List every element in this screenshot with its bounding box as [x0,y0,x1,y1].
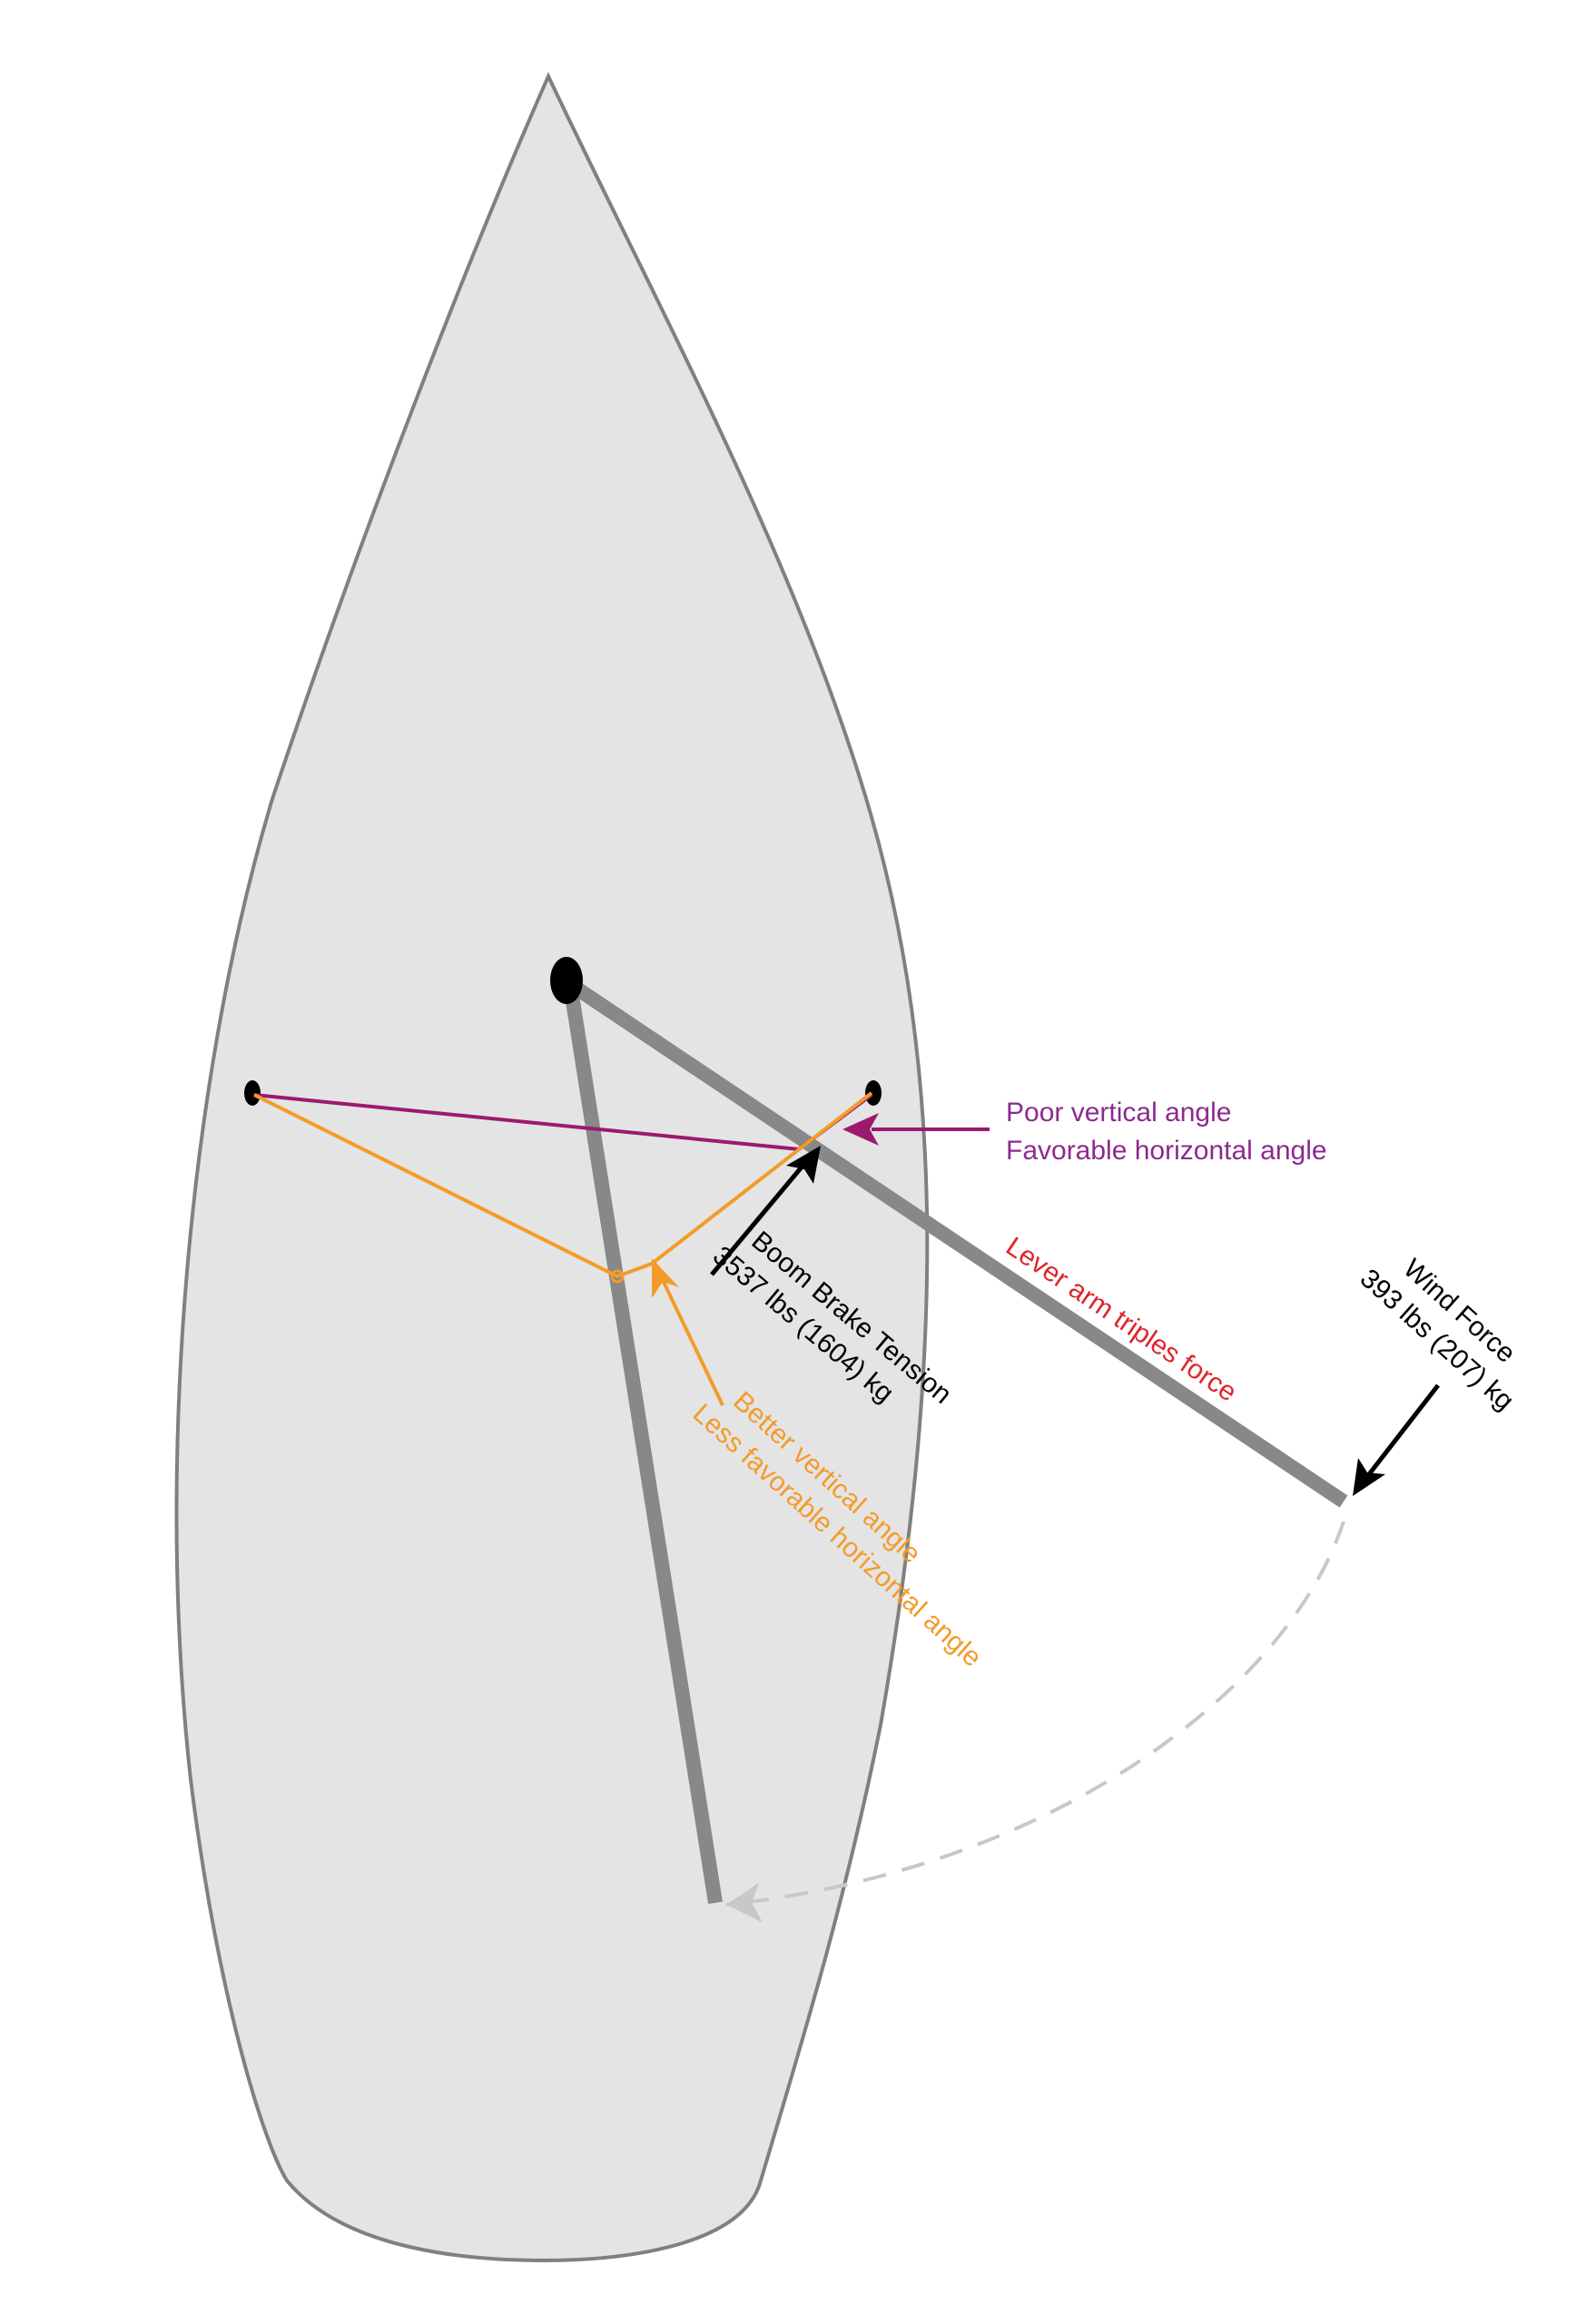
orange-line-block [610,1269,625,1284]
boom-brake-tension-arrowhead [786,1146,821,1184]
boom-centerline-position [563,982,723,1905]
swing-arc-arrowhead [726,1883,763,1923]
wind-force-arrow [1367,1384,1440,1476]
port-attachment-point [244,1080,261,1106]
purple-brake-line [253,1093,800,1151]
orange-brake-line [253,1091,873,1279]
orange-pointer-arrowhead [652,1258,679,1298]
orange-pointer-arrow [659,1275,724,1406]
purple-label-line2: Favorable horizontal angle [1006,1136,1327,1166]
purple-label-line1: Poor vertical angle [1006,1098,1231,1128]
boom-swing-arc [725,1521,1345,1906]
purple-pointer-arrowhead [842,1113,879,1146]
starboard-attachment-point [865,1080,882,1106]
boom-eased-position [566,978,1348,1508]
wind-force-arrowhead [1353,1458,1385,1496]
lever-arm-label: Lever arm triples force [1000,1231,1242,1407]
mast-gooseneck [550,957,583,1004]
boom-brake-tension-arrow [710,1162,806,1276]
boat-hull [174,72,930,2263]
